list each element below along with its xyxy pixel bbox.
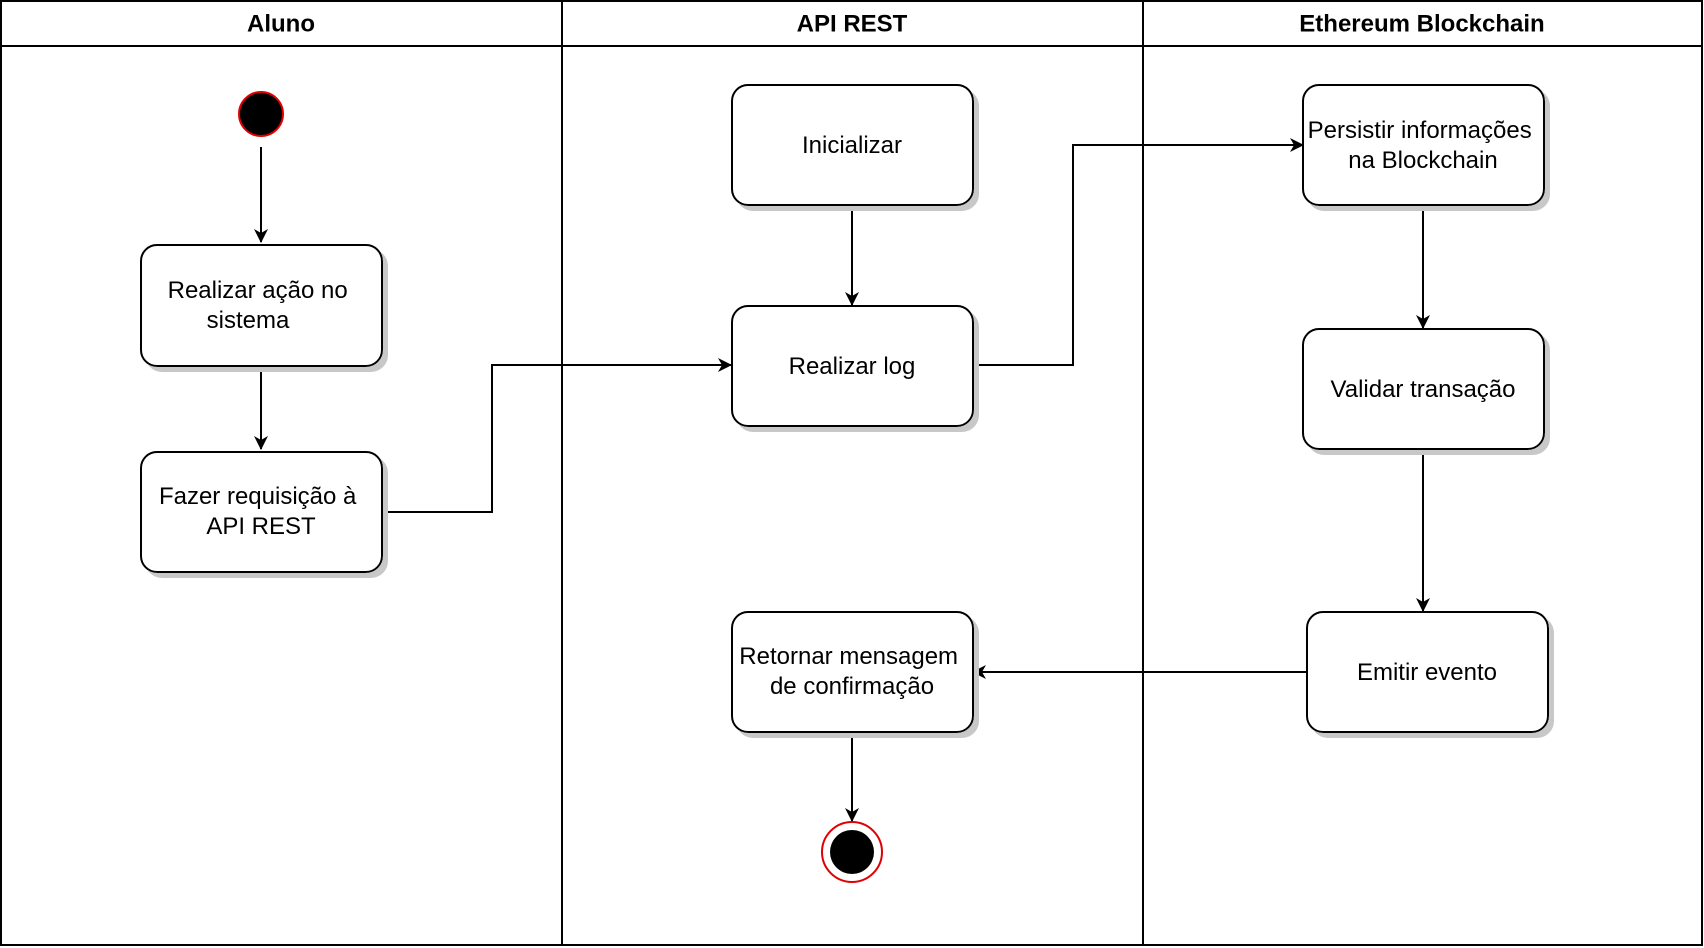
activity-validar[interactable]: Validar transação xyxy=(1302,328,1545,450)
node-label: Realizar ação no sistema xyxy=(168,277,355,334)
node-box xyxy=(140,244,383,367)
lane-title: Ethereum Blockchain xyxy=(1299,11,1544,38)
node-label-line: Emitir evento xyxy=(1357,659,1497,686)
node-label: Retornar mensagem de confirmação xyxy=(739,643,964,700)
lane-title: Aluno xyxy=(247,11,315,38)
node-box xyxy=(1302,328,1545,450)
edge-fazer-requisicao-to-realizar-log[interactable] xyxy=(382,358,732,513)
node-label: Realizar log xyxy=(789,353,916,380)
node-label-line: Retornar mensagem xyxy=(739,643,958,670)
node-box xyxy=(731,611,974,733)
node-box xyxy=(1306,611,1549,733)
edges xyxy=(254,138,1430,822)
activity-realizar-acao[interactable]: Realizar ação no sistema xyxy=(140,244,383,367)
node-label-line: Realizar ação no xyxy=(168,277,348,304)
activity-realizar-log[interactable]: Realizar log xyxy=(731,305,974,427)
node-label-line: de confirmação xyxy=(770,673,934,700)
node-label: Emitir evento xyxy=(1357,659,1497,686)
activity-emitir[interactable]: Emitir evento xyxy=(1306,611,1549,733)
activity-inicializar[interactable]: Inicializar xyxy=(731,84,974,206)
activity-persistir[interactable]: Persistir informações na Blockchain xyxy=(1302,84,1545,206)
final-node-dot xyxy=(830,830,874,874)
node-label: Validar transação xyxy=(1331,376,1516,403)
initial-node[interactable] xyxy=(238,91,284,137)
node-box xyxy=(1302,84,1545,206)
node-label: Inicializar xyxy=(802,132,902,159)
activity-retornar-mensagem[interactable]: Retornar mensagem de confirmação xyxy=(731,611,974,733)
node-label-line: API REST xyxy=(206,513,316,540)
final-node[interactable] xyxy=(821,821,883,883)
node-label: Persistir informações na Blockchain xyxy=(1308,117,1539,174)
node-label-line: na Blockchain xyxy=(1348,147,1497,174)
node-label-line: sistema xyxy=(207,307,290,334)
node-label-line: Fazer requisição à xyxy=(159,483,357,510)
node-box xyxy=(731,305,974,427)
node-label-line: Realizar log xyxy=(789,353,916,380)
edge-realizar-log-to-persistir[interactable] xyxy=(973,138,1304,366)
activity-fazer-requisicao[interactable]: Fazer requisição à API REST xyxy=(140,451,383,573)
node-label-line: Validar transação xyxy=(1331,376,1516,403)
node-box xyxy=(140,451,383,573)
node-label: Fazer requisição à API REST xyxy=(159,483,363,540)
node-label-line: Inicializar xyxy=(802,132,902,159)
node-label-line: Persistir informações xyxy=(1308,117,1532,144)
lane-title: API REST xyxy=(797,11,908,38)
node-box xyxy=(731,84,974,206)
